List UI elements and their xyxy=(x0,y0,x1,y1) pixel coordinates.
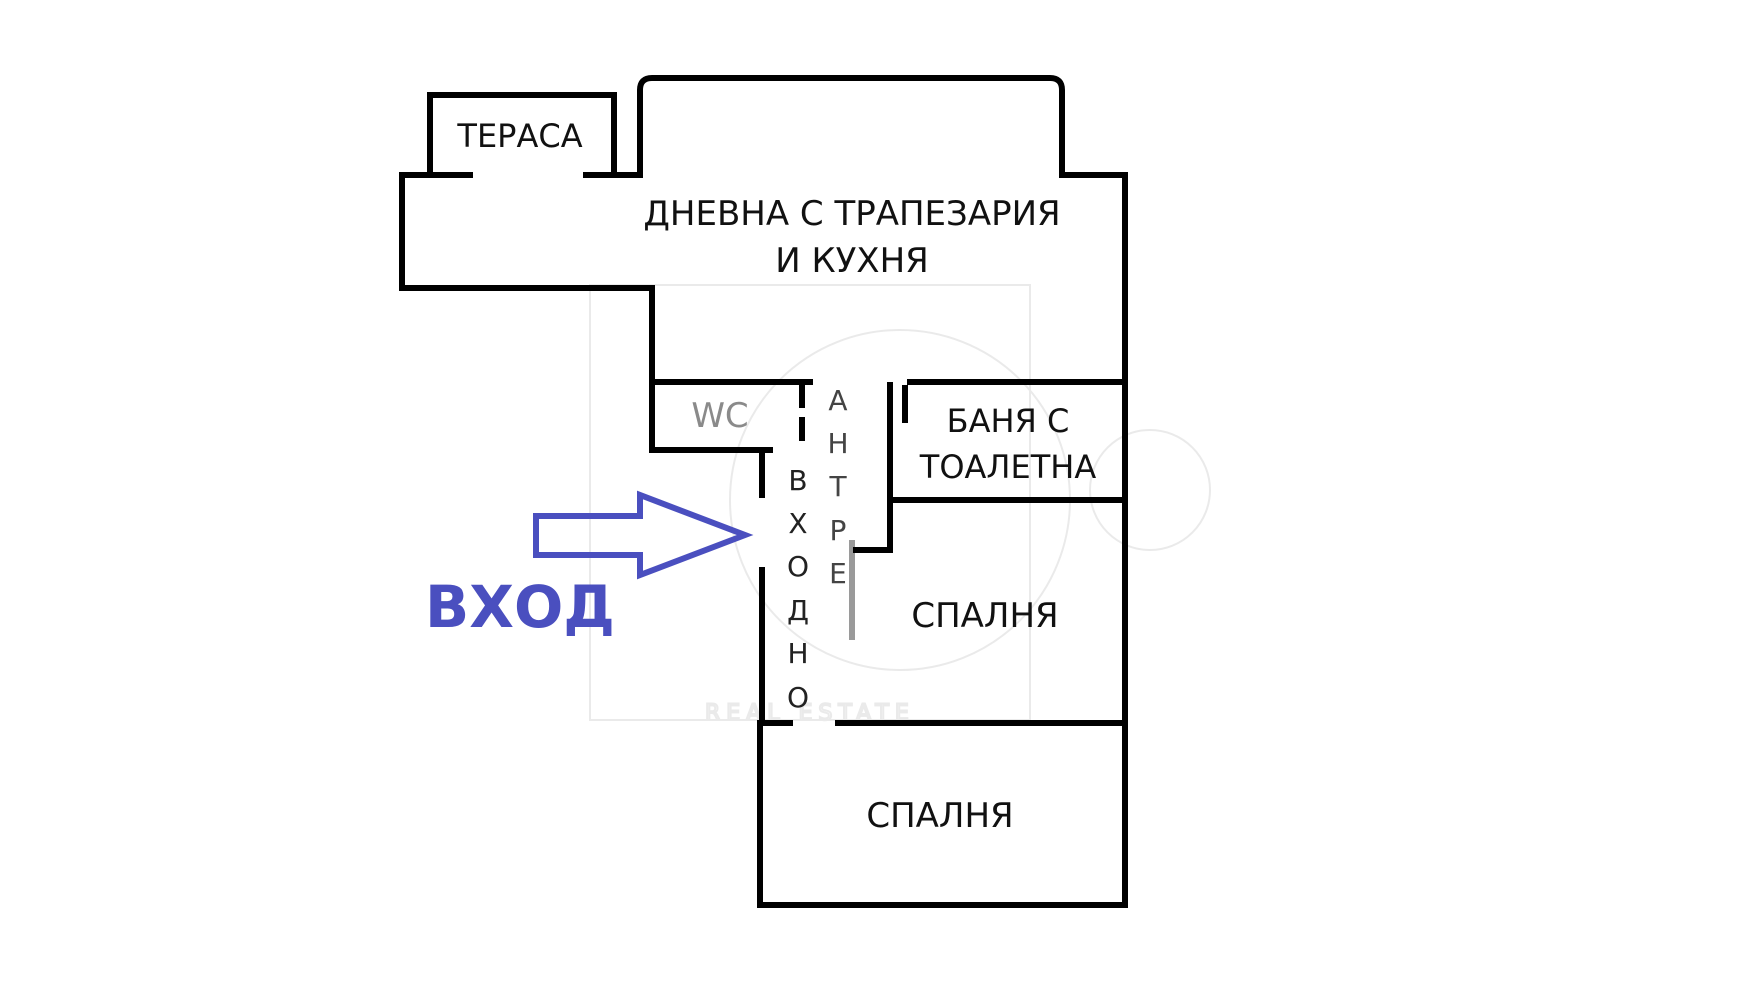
antre-letter: Е xyxy=(829,557,847,590)
entry-arrow-icon xyxy=(533,490,754,580)
wc-room xyxy=(649,379,805,453)
hallway-walls xyxy=(759,382,893,726)
vhodno-letter: В xyxy=(788,464,807,497)
living-room-label-line1: ДНЕВНА С ТРАПЕЗАРИЯ xyxy=(643,194,1060,234)
antre-letter: Т xyxy=(828,470,847,503)
antre-letter: Н xyxy=(827,427,848,460)
vhodno-letter: Д xyxy=(787,594,809,627)
antre-vertical-label: А Н Т Р Е xyxy=(827,384,848,590)
vhodno-letter: О xyxy=(787,550,809,583)
bathroom-room xyxy=(887,385,1128,503)
antre-letter: Р xyxy=(830,514,847,547)
bedroom-upper-label: СПАЛНЯ xyxy=(911,596,1058,636)
bathroom-label-line1: БАНЯ С xyxy=(947,402,1070,440)
antre-letter: А xyxy=(828,384,847,417)
terrace-label: ТЕРАСА xyxy=(456,117,582,155)
watermark: REAL ESTATE xyxy=(589,284,1211,727)
vhodno-letter: Н xyxy=(787,637,808,670)
vhodno-letter: Х xyxy=(788,507,807,540)
living-room-label-line2: И КУХНЯ xyxy=(775,241,929,281)
vhodno-vertical-label: В Х О Д Н О xyxy=(787,464,809,714)
entry-label: ВХОД xyxy=(425,573,615,641)
vhodno-letter: О xyxy=(787,681,809,714)
watermark-circle-small xyxy=(1089,429,1211,551)
bathroom-label-line2: ТОАЛЕТНА xyxy=(919,448,1097,486)
wc-label: WC xyxy=(691,396,748,436)
living-room-walls xyxy=(399,75,1128,908)
terrace-room xyxy=(427,92,617,178)
bedroom-lower-label: СПАЛНЯ xyxy=(866,796,1013,836)
